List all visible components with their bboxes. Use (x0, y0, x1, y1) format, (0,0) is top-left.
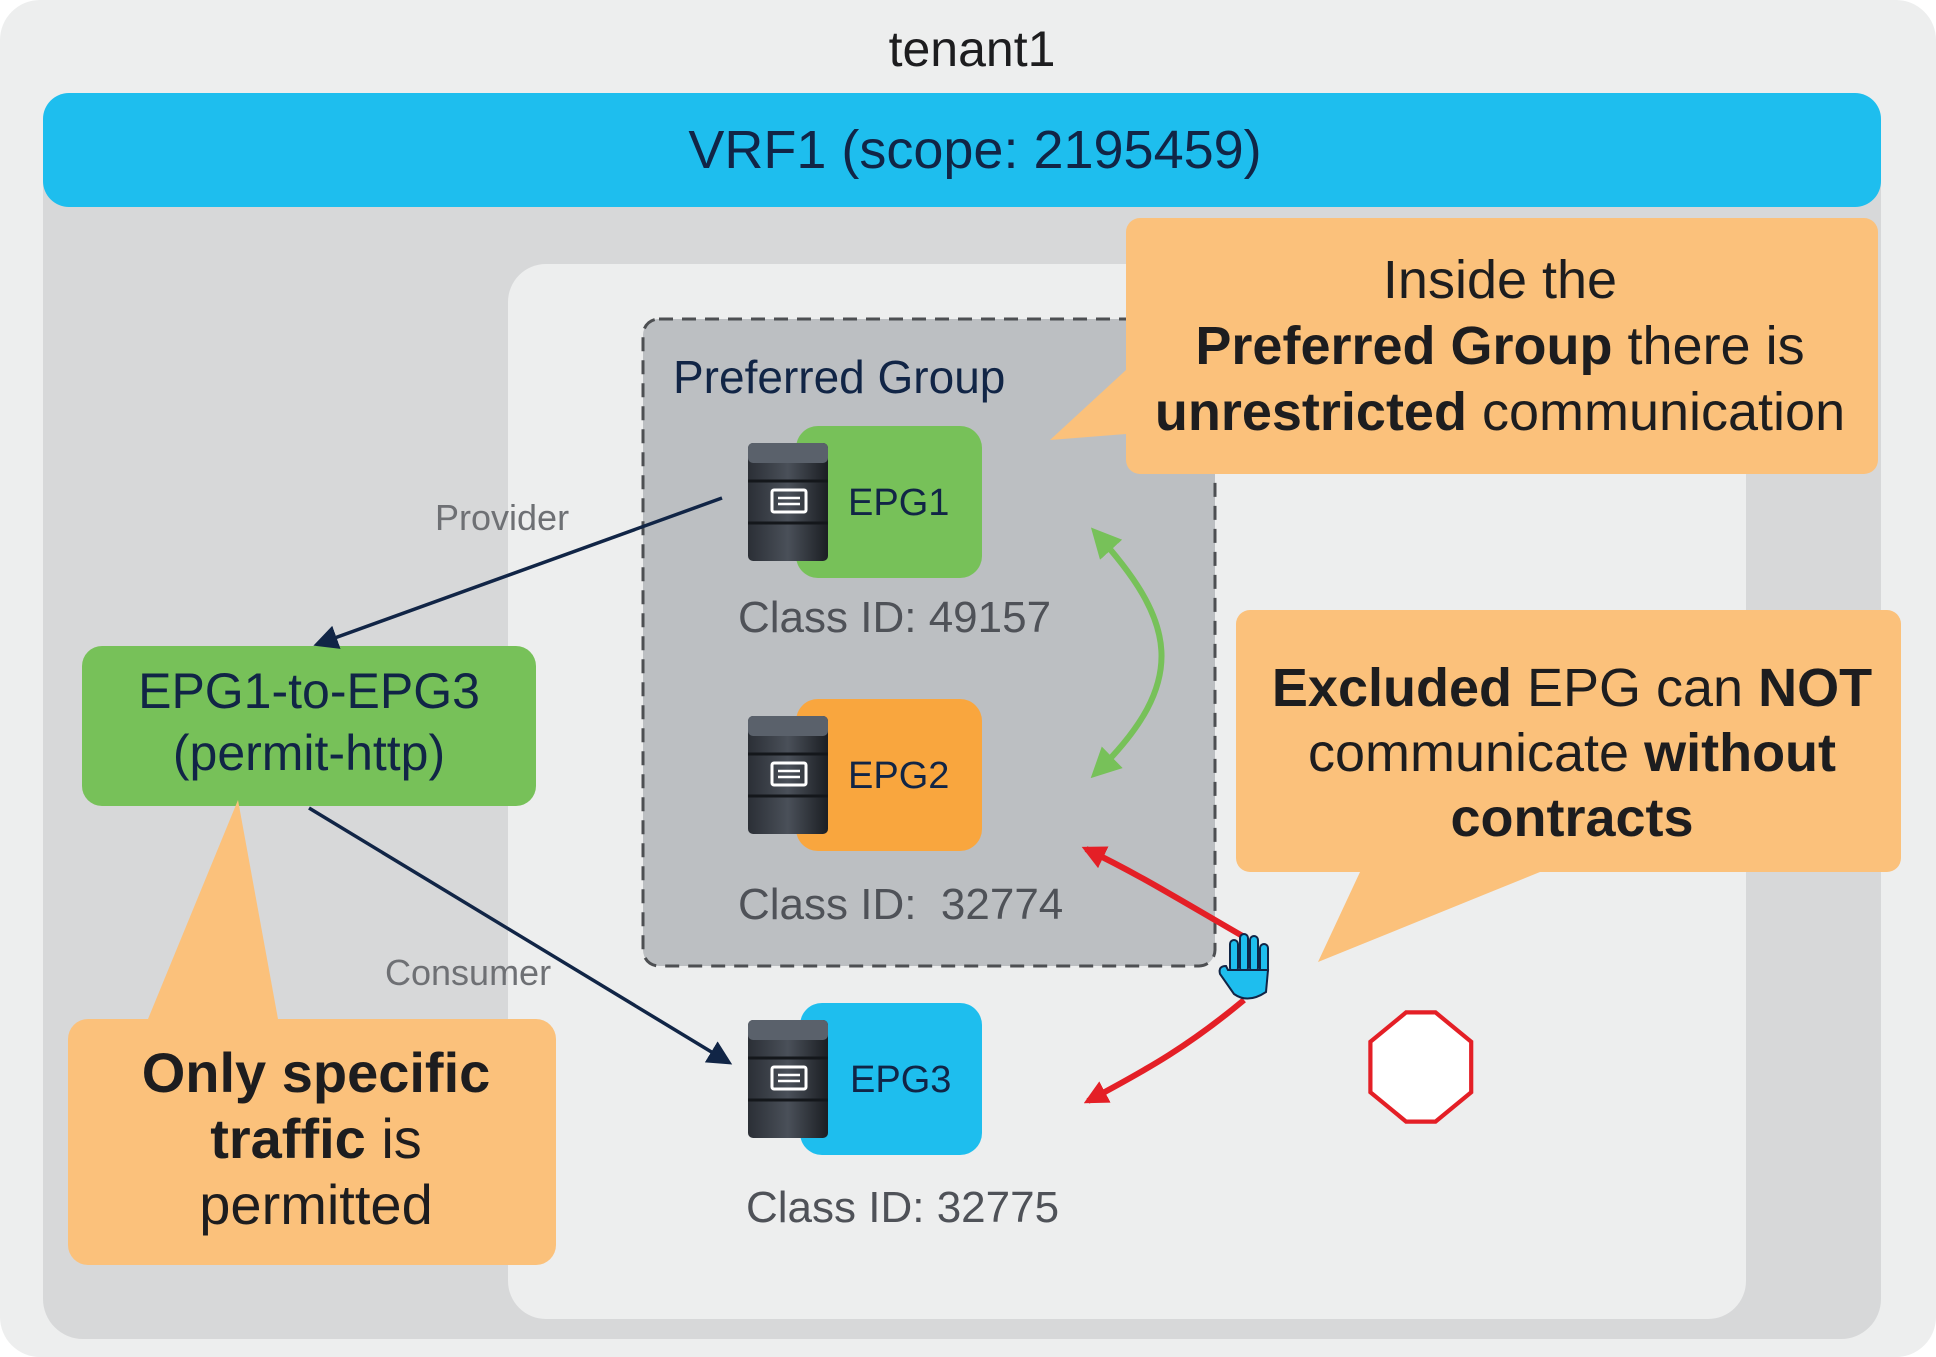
specific-callout-is: is (366, 1107, 422, 1170)
contract-line2: (permit-http) (173, 725, 445, 781)
svg-text:Excluded EPG can NOT: Excluded EPG can NOT (1272, 658, 1872, 718)
excluded-epg-callout: Excluded EPG can NOT communicate without… (1236, 610, 1901, 962)
specific-callout-permitted: permitted (199, 1173, 432, 1236)
svg-text:Inside the: Inside the (1383, 250, 1617, 310)
svg-text:permitted: permitted (199, 1173, 432, 1236)
svg-text:Preferred Group there is: Preferred Group there is (1195, 316, 1804, 376)
blocked-arrow-to-epg3 (1083, 997, 1246, 1104)
server-icon (746, 714, 830, 836)
preferred-callout-unrestricted: unrestricted (1155, 382, 1467, 442)
vrf-bar (43, 93, 1881, 207)
svg-text:communicate without: communicate without (1308, 723, 1836, 783)
preferred-communication-arrow (1090, 527, 1165, 779)
excluded-callout-not: NOT (1758, 658, 1872, 718)
svg-text:unrestricted communication: unrestricted communication (1155, 382, 1845, 442)
epg3-class-id: Class ID: 32775 (746, 1183, 1059, 1232)
preferred-callout-line1: Inside the (1383, 250, 1617, 310)
svg-text:contracts: contracts (1450, 788, 1693, 848)
epg3-label: EPG3 (850, 1059, 951, 1101)
consumer-arrow (308, 806, 733, 1065)
epg2-label: EPG2 (848, 755, 949, 797)
stop-hand-icon (1218, 933, 1474, 1124)
preferred-group-callout: Inside the Preferred Group there is unre… (1050, 218, 1878, 474)
excluded-callout-communicate: communicate (1308, 723, 1644, 783)
contract-line1: EPG1-to-EPG3 (138, 663, 480, 719)
specific-callout-line1: Only specific (142, 1041, 491, 1104)
epg3-box (800, 1003, 982, 1155)
excluded-callout-excluded: Excluded (1272, 658, 1512, 718)
preferred-group-label: Preferred Group (673, 351, 1005, 403)
epg1-box (796, 426, 982, 578)
consumer-label: Consumer (385, 952, 551, 993)
preferred-callout-strong: Preferred Group (1195, 316, 1612, 376)
svg-text:Only specific: Only specific (142, 1041, 491, 1104)
specific-traffic-callout: Only specific traffic is permitted (68, 800, 556, 1265)
preferred-callout-communication: communication (1467, 382, 1845, 442)
server-icon (746, 1018, 830, 1140)
excluded-callout-contracts: contracts (1450, 788, 1693, 848)
provider-label: Provider (435, 497, 569, 538)
epg2-class-id: Class ID: 32774 (738, 880, 1063, 929)
contract-box (82, 646, 536, 806)
specific-callout-traffic: traffic (210, 1107, 366, 1170)
blocked-arrow-to-epg2 (1081, 846, 1248, 941)
epg1-label: EPG1 (848, 482, 949, 524)
preferred-callout-rest: there is (1613, 316, 1805, 376)
vrf-label: VRF1 (scope: 2195459) (688, 120, 1261, 180)
epg1-class-id: Class ID: 49157 (738, 593, 1051, 642)
tenant-label: tenant1 (889, 21, 1056, 77)
excluded-callout-mid: EPG can (1512, 658, 1758, 718)
svg-text:traffic is: traffic is (210, 1107, 422, 1170)
server-icon (746, 441, 830, 563)
excluded-callout-without: without (1643, 723, 1836, 783)
epg2-box (796, 699, 982, 851)
provider-arrow (313, 496, 723, 649)
